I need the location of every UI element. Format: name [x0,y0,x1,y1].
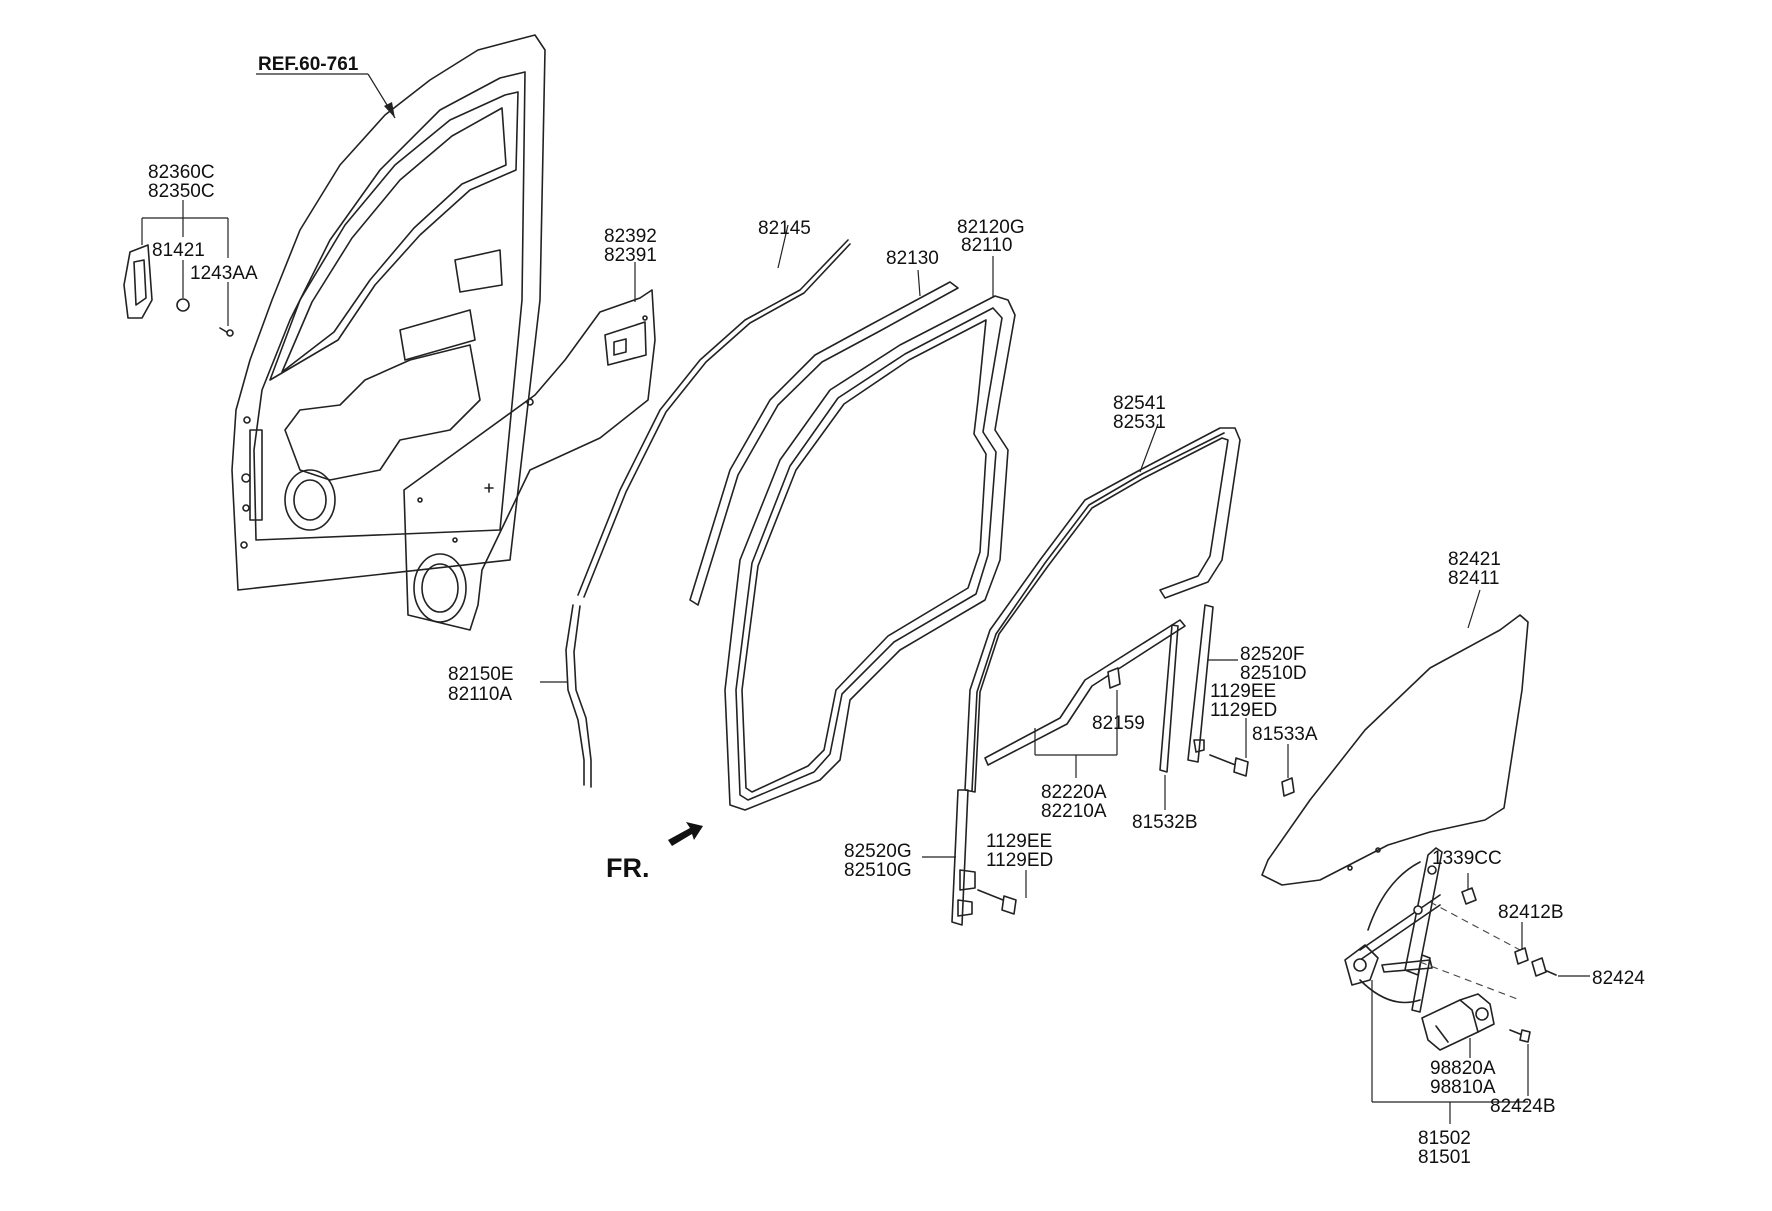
part-label: 82391 [604,245,657,266]
fastener-icon [1509,1029,1531,1043]
part-label: 81421 [152,240,205,261]
part-label: 81532B [1132,812,1198,833]
division-channel-icon [1187,604,1214,763]
part-label: 82424 [1592,968,1645,989]
part-leader [1467,589,1481,629]
part-label: 82350C [148,181,215,202]
part-label: 82541 [1113,393,1166,414]
part-label: 82412B [1498,902,1564,923]
part-label: 82510G [844,860,912,881]
part-label: 81533A [1252,724,1318,745]
part-label: 82531 [1113,412,1166,433]
regulator-motor-icon [1421,993,1495,1051]
part-label: 1129ED [986,850,1053,871]
part-label: 82120G [957,217,1025,238]
outer-weatherstrip-icon [577,239,851,598]
fastener-icon [977,889,1017,915]
reference-leader [256,73,396,119]
part-label: 82159 [1092,713,1145,734]
bracket-group-leader [141,200,229,326]
door-seal-icon [724,295,1016,811]
belt-seal-icon [984,619,1186,766]
door-trim-sheet-icon [403,289,656,631]
run-channel-icon [565,604,592,788]
regulator-group-leader [1371,980,1528,1124]
glass-run-icon [689,281,959,606]
part-label: 82360C [148,162,215,183]
part-leader [777,224,789,269]
fastener-icon [1531,957,1557,977]
part-label: 82424B [1490,1096,1556,1117]
fastener-icon [1461,887,1477,905]
part-label: 81502 [1418,1128,1471,1149]
part-label: 82110 [961,235,1012,256]
part-label: 82220A [1041,782,1107,803]
part-label: 82150E [448,664,514,685]
part-label: 82110A [448,684,512,705]
belt-seal-leader [1034,690,1118,778]
division-channel-icon [951,789,976,926]
fastener-icon [1107,667,1121,689]
window-regulator-icon [1344,847,1443,1013]
part-label: 82411 [1448,568,1499,589]
fastener-icon [1209,754,1249,777]
part-label: 98810A [1430,1077,1496,1098]
part-label: 82520G [844,841,912,862]
bracket-icon [123,244,153,319]
front-direction-label: FR. [606,853,650,883]
part-label: 82510D [1240,663,1307,684]
fastener-icon [1514,947,1529,965]
window-glass-icon [1261,614,1529,886]
part-leader [917,269,921,297]
part-label: 82130 [886,248,939,269]
part-label: 1129ED [1210,700,1277,721]
part-label: 81501 [1418,1147,1471,1168]
part-label: 1339CC [1432,848,1502,869]
part-label: 82520F [1240,644,1304,665]
fastener-icon [1281,777,1295,797]
division-channel-icon [1159,624,1179,773]
reference-label: REF.60-761 [258,54,359,75]
part-label: 1129EE [1210,681,1276,702]
part-label: 82421 [1448,549,1501,570]
front-arrow-icon [668,822,703,846]
door-panel-icon [231,34,546,591]
part-label: 82392 [604,226,657,247]
part-label: 1129EE [986,831,1052,852]
part-label: 1243AA [190,263,258,284]
part-label: 98820A [1430,1058,1496,1079]
part-label: 82145 [758,218,811,239]
part-leader [1139,423,1159,473]
fastener-icon [176,298,234,337]
glass-run-icon [964,427,1241,793]
part-label: 82210A [1041,801,1107,822]
